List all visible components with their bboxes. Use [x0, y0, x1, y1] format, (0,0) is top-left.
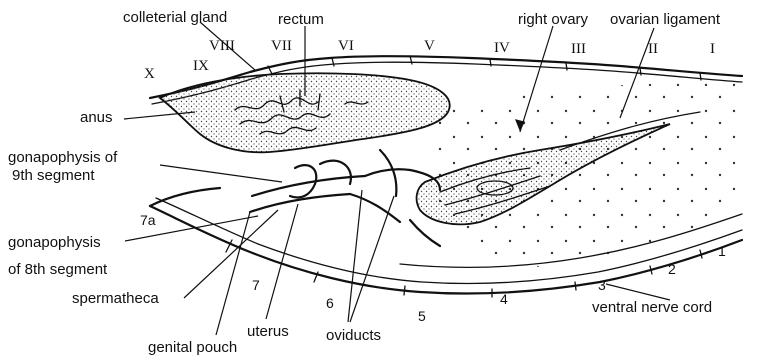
sternite-label: 7a — [140, 212, 156, 228]
label-rectum: rectum — [278, 11, 324, 28]
tergite-label: IX — [193, 58, 209, 74]
sternite-label: 6 — [326, 295, 334, 311]
label-genital-pouch: genital pouch — [148, 339, 237, 356]
label-ventral-nerve-cord: ventral nerve cord — [592, 299, 712, 316]
sternite-label: 3 — [598, 277, 606, 293]
label-gonapophysis-9-line2: 9th segment — [12, 167, 95, 184]
label-gonapophysis-8-line1: gonapophysis — [8, 234, 101, 251]
tergite-label: VIII — [209, 38, 235, 54]
tergite-label: III — [571, 41, 586, 57]
sternite-label: 1 — [718, 243, 726, 259]
label-gonapophysis-8-line2: of 8th segment — [8, 261, 108, 278]
label-oviducts: oviducts — [326, 327, 381, 344]
tergite-label: II — [648, 41, 658, 57]
label-colleterial-gland: colleterial gland — [123, 9, 227, 26]
tergite-labels: X IX VIII VII VI V IV III II I — [144, 38, 715, 82]
label-uterus: uterus — [247, 323, 289, 340]
tip-7a — [150, 188, 220, 206]
label-ovarian-ligament: ovarian ligament — [610, 11, 721, 28]
sternite-label: 5 — [418, 308, 426, 324]
label-gonapophysis-9-line1: gonapophysis of — [8, 149, 118, 166]
label-anus: anus — [80, 109, 113, 126]
tergite-label: I — [710, 41, 715, 57]
tergite-label: IV — [494, 40, 510, 56]
tergite-label: X — [144, 66, 155, 82]
genital-structures — [250, 150, 440, 246]
sternite-label: 2 — [668, 261, 676, 277]
label-right-ovary: right ovary — [518, 11, 589, 28]
tergite-label: VII — [271, 38, 292, 54]
sternite-label: 7 — [252, 277, 260, 293]
label-spermatheca: spermatheca — [72, 290, 159, 307]
sternite-label: 4 — [500, 291, 508, 307]
tergite-label: V — [424, 38, 435, 54]
tergite-label: VI — [338, 38, 354, 54]
